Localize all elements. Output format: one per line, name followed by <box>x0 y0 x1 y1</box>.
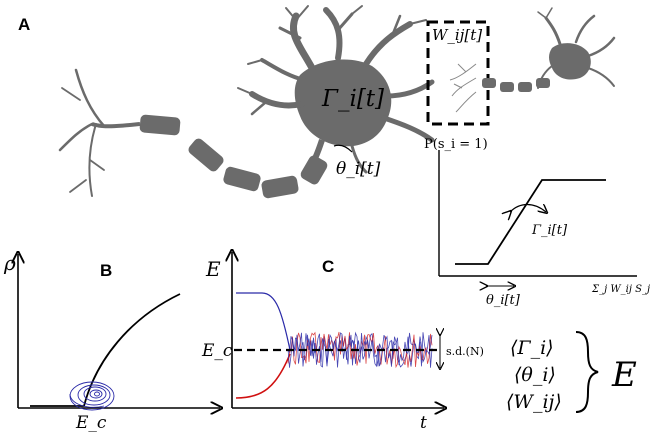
average-threshold-label: ⟨θ_i⟩ <box>514 364 556 386</box>
band-width-label: s.d.(N) <box>446 345 484 358</box>
panel-b-letter: B <box>100 261 112 280</box>
small-neuron-illustration <box>482 7 616 92</box>
averages-group: ⟨Γ_i⟩ ⟨θ_i⟩ ⟨W_ij⟩ E <box>506 331 637 413</box>
transfer-function-plot: P(s_i = 1) Γ_i[t] θ_i[t] Σ_j W_ij S_j <box>424 137 650 308</box>
panel-c-x-label: t <box>420 413 427 432</box>
panel-b: B ρ E_c <box>3 251 220 432</box>
panel-b-x-tick-label: E_c <box>75 413 107 432</box>
gain-rotation-arrow <box>510 205 546 213</box>
neuron-axon <box>58 68 328 199</box>
spiral-trajectory <box>69 381 115 411</box>
transfer-gain-label: Γ_i[t] <box>531 223 568 238</box>
panel-a-letter: A <box>18 15 30 34</box>
transfer-y-label: P(s_i = 1) <box>424 137 488 152</box>
panel-c: C E E_c t s.d.(N) <box>201 252 484 432</box>
panel-c-y-tick-label: E_c <box>201 341 233 361</box>
threshold-pointer-arrow <box>333 144 353 153</box>
panel-c-letter: C <box>322 257 334 276</box>
order-parameter-curve <box>30 293 181 407</box>
upper-series-curve <box>236 292 291 351</box>
lower-series-curve <box>235 353 291 399</box>
synapse-zoom-box <box>426 20 490 126</box>
axon-threshold-label: θ_i[t] <box>336 159 381 179</box>
average-gain-label: ⟨Γ_i⟩ <box>510 337 554 359</box>
transfer-x-label: Σ_j W_ij S_j <box>591 284 650 295</box>
average-weight-label: ⟨W_ij⟩ <box>506 391 562 413</box>
panel-b-y-label: ρ <box>3 251 16 275</box>
panel-c-y-label: E <box>205 257 221 281</box>
panel-a: A <box>18 5 616 199</box>
right-curly-brace <box>575 331 599 413</box>
neuron-soma <box>294 59 392 147</box>
synapse-weight-label: W_ij[t] <box>432 26 482 44</box>
transfer-threshold-label: θ_i[t] <box>486 293 521 308</box>
fluctuation-trace <box>287 331 433 368</box>
effective-parameter-label: E <box>611 355 637 395</box>
transfer-curve <box>455 179 606 265</box>
fluctuation-band <box>287 331 433 369</box>
soma-gain-label: Γ_i[t] <box>321 86 384 112</box>
axon-terminal-branches <box>449 63 477 113</box>
